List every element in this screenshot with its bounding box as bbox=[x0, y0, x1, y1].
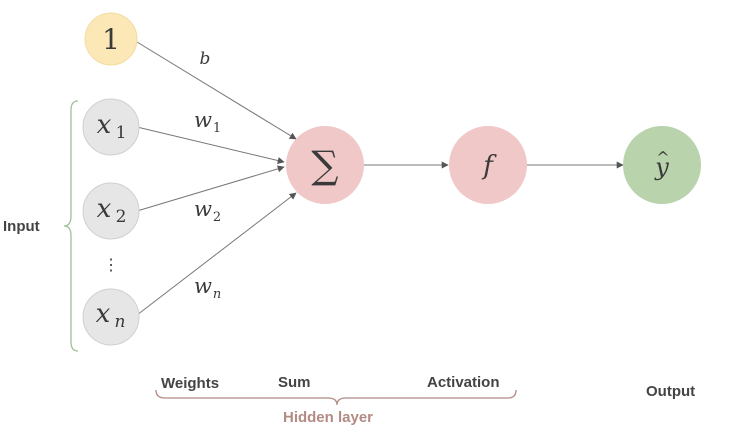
input-node-x2-circle bbox=[82, 182, 140, 240]
input-node-x2: x 2 bbox=[82, 182, 140, 240]
input-brace bbox=[63, 100, 79, 352]
output-label: Output bbox=[646, 383, 695, 400]
input-node-xn: x n bbox=[82, 288, 140, 346]
edge-label-w2-base: w bbox=[194, 197, 212, 221]
edge-label-bias: b bbox=[200, 49, 211, 69]
input-node-xn-subscript: n bbox=[115, 312, 126, 332]
hidden-layer-brace bbox=[155, 389, 517, 406]
output-node-hat: ^ bbox=[656, 148, 669, 167]
edge-label-wn-base: w bbox=[194, 274, 212, 298]
input-node-x1: x 1 bbox=[82, 98, 140, 156]
bias-node: 1 bbox=[84, 12, 138, 66]
input-node-x1-subscript: 1 bbox=[116, 123, 127, 143]
sum-node-circle bbox=[286, 126, 364, 204]
input-node-x1-circle bbox=[82, 98, 140, 156]
activation-node-circle bbox=[449, 126, 527, 204]
output-node-circle bbox=[623, 126, 701, 204]
bias-node-label: 1 bbox=[102, 23, 120, 56]
input-node-xn-circle bbox=[82, 288, 140, 346]
edge-label-w1-subscript: 1 bbox=[213, 121, 221, 136]
activation-label: Activation bbox=[427, 374, 500, 391]
input-vdots: ⋮ bbox=[103, 255, 119, 274]
hidden-layer-label: Hidden layer bbox=[283, 409, 373, 426]
output-node-label: y bbox=[654, 153, 669, 181]
bias-node-circle bbox=[84, 12, 138, 66]
sum-node-label: ∑ bbox=[311, 143, 338, 187]
edge-label-wn-subscript: n bbox=[213, 287, 221, 302]
edge-x1-to-sum bbox=[136, 126, 285, 164]
edge-label-w1-base: w bbox=[194, 108, 212, 132]
sum-node: ∑ bbox=[286, 126, 364, 204]
edge-bias-to-sum bbox=[136, 41, 297, 140]
edge-label-w1: w 1 bbox=[194, 108, 221, 136]
input-node-x1-label: x bbox=[97, 110, 112, 140]
sum-label: Sum bbox=[278, 374, 311, 391]
input-label: Input bbox=[3, 218, 40, 235]
weights-label: Weights bbox=[161, 375, 219, 392]
edge-xn-to-sum bbox=[136, 192, 297, 316]
edge-label-w2: w 2 bbox=[194, 197, 221, 225]
activation-node: f bbox=[449, 126, 527, 204]
input-node-xn-label: x bbox=[96, 299, 111, 329]
output-node: y ^ bbox=[623, 126, 701, 204]
input-node-x2-label: x bbox=[97, 194, 112, 224]
edge-label-wn: w n bbox=[194, 274, 221, 302]
edge-label-w2-subscript: 2 bbox=[213, 210, 221, 225]
input-node-x2-subscript: 2 bbox=[116, 207, 127, 227]
edge-x2-to-sum bbox=[136, 165, 285, 212]
